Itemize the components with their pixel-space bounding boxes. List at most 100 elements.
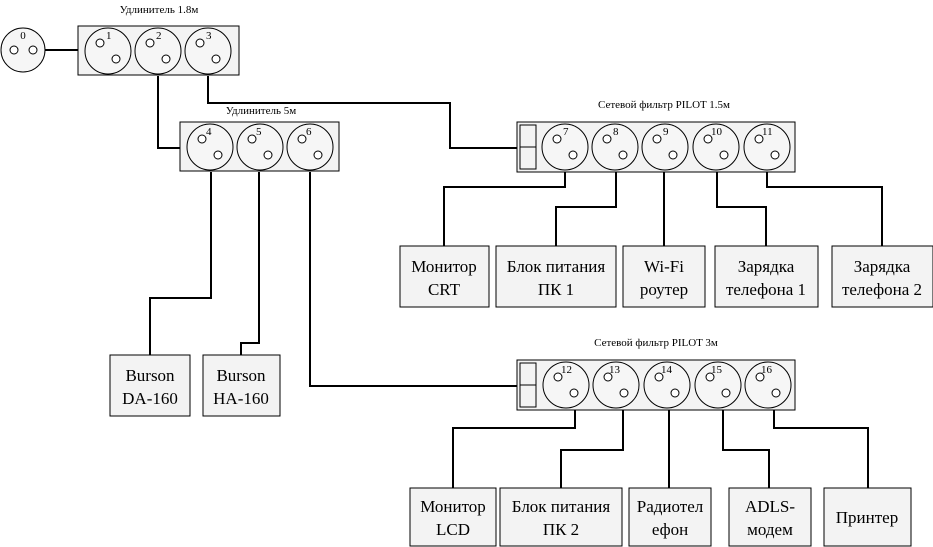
- device-label-line2: ПК 2: [543, 520, 579, 539]
- outlet-circle: [84, 27, 132, 75]
- device-box: [622, 245, 706, 308]
- outlet-pin: [719, 150, 729, 160]
- outlet-11: 11: [743, 123, 791, 171]
- device-box: [714, 245, 819, 308]
- outlet-pin: [754, 134, 764, 144]
- outlet-number-13: 13: [609, 364, 621, 376]
- outlet-8: 8: [591, 123, 639, 171]
- device-box: [728, 487, 812, 547]
- device-label-line1: Блок питания: [512, 497, 611, 516]
- outlet-circle: [743, 123, 791, 171]
- outlet-pin: [213, 150, 223, 160]
- outlet-circle: [641, 123, 689, 171]
- outlet-pin: [197, 134, 207, 144]
- outlet-number-9: 9: [663, 126, 669, 138]
- device-label-line2: CRT: [428, 280, 461, 299]
- outlet-circle: [236, 123, 284, 171]
- outlet-15: 15: [694, 361, 742, 409]
- outlet-number-5: 5: [256, 126, 262, 138]
- strip-label: Удлинитель 1.8м: [120, 4, 199, 16]
- outlet-4: 4: [186, 123, 234, 171]
- outlet-14: 14: [643, 361, 691, 409]
- wire-outlet15-to-modem: [722, 410, 770, 488]
- device-label-line2: телефона 1: [726, 280, 806, 299]
- outlet-pin: [619, 388, 629, 398]
- device-label-line2: ПК 1: [538, 280, 574, 299]
- device-psu-pc1: Блок питания ПК 1: [495, 245, 617, 308]
- device-charger-2: Зарядка телефона 2: [831, 245, 933, 308]
- device-label-line1: Принтер: [836, 508, 898, 527]
- outlet-circle: [286, 123, 334, 171]
- outlet-pin: [618, 150, 628, 160]
- device-monitor-crt: Монитор CRT: [399, 245, 490, 308]
- outlet-pin: [95, 38, 105, 48]
- outlet-number-2: 2: [156, 30, 162, 42]
- wire-outlet4-to-burson-da: [149, 172, 212, 355]
- extension-1-8m: Удлинитель 1.8м 1 2 3: [77, 4, 240, 76]
- outlet-9: 9: [641, 123, 689, 171]
- extension-5m: Удлинитель 5м 4 5 6: [179, 105, 340, 172]
- outlet-5: 5: [236, 123, 284, 171]
- outlet-pin: [145, 38, 155, 48]
- wire-outlet8-to-psu1: [555, 172, 617, 246]
- device-box: [831, 245, 933, 308]
- outlet-number-1: 1: [106, 30, 112, 42]
- device-label-line2: роутер: [640, 280, 688, 299]
- outlet-circle: [542, 361, 590, 409]
- outlet-number-8: 8: [613, 126, 619, 138]
- wire-outlet13-to-psu2: [560, 410, 624, 488]
- wire-outlet6-to-pilot3: [309, 172, 517, 387]
- outlet-pin: [553, 372, 563, 382]
- device-label-line1: Монитор: [420, 497, 486, 516]
- outlet-pin: [247, 134, 257, 144]
- wire-outlet2-to-ext5: [157, 76, 180, 149]
- wire-outlet3-to-pilot15: [207, 76, 517, 149]
- device-box: [628, 487, 712, 547]
- wires: [45, 49, 883, 488]
- outlet-circle: [184, 27, 232, 75]
- outlet-circle: [744, 361, 792, 409]
- device-label-line1: Зарядка: [854, 257, 911, 276]
- outlet-circle: [0, 27, 46, 73]
- device-label-line1: Радиотел: [637, 497, 704, 516]
- outlet-pin: [28, 45, 38, 55]
- outlet-pin: [313, 150, 323, 160]
- outlet-pin: [755, 372, 765, 382]
- device-label-line1: Wi-Fi: [644, 257, 684, 276]
- outlet-pin: [654, 372, 664, 382]
- outlet-13: 13: [592, 361, 640, 409]
- outlet-number-16: 16: [761, 364, 773, 376]
- device-box: [409, 487, 497, 547]
- device-monitor-lcd: Монитор LCD: [409, 487, 497, 547]
- device-label-line1: ADLS-: [745, 497, 795, 516]
- outlet-number-11: 11: [762, 126, 773, 138]
- outlet-pin: [568, 150, 578, 160]
- strip-label: Удлинитель 5м: [226, 105, 296, 117]
- device-box: [202, 354, 281, 417]
- outlet-pin: [195, 38, 205, 48]
- outlet-circle: [541, 123, 589, 171]
- pilot-filter-3m: Сетевой фильтр PILOT 3м 12 13 14 15: [516, 337, 796, 411]
- outlet-circle: [134, 27, 182, 75]
- device-psu-pc2: Блок питания ПК 2: [499, 487, 623, 547]
- device-burson-da160: Burson DA-160: [109, 354, 191, 417]
- wire-outlet16-to-printer: [773, 410, 869, 488]
- outlet-circle: [692, 123, 740, 171]
- device-label-line1: Блок питания: [507, 257, 606, 276]
- device-box: [109, 354, 191, 417]
- wall-socket: 0: [0, 27, 46, 73]
- outlet-pin: [705, 372, 715, 382]
- device-box: [499, 487, 623, 547]
- device-wifi-router: Wi-Fi роутер: [622, 245, 706, 308]
- outlet-circle: [591, 123, 639, 171]
- wire-outlet12-to-monitor-lcd: [452, 410, 576, 488]
- device-box: [495, 245, 617, 308]
- outlet-pin: [263, 150, 273, 160]
- wire-outlet10-to-charger1: [716, 172, 767, 246]
- outlet-number-7: 7: [563, 126, 569, 138]
- outlet-7: 7: [541, 123, 589, 171]
- device-label-line1: Burson: [216, 366, 266, 385]
- pilot-filter-1-5m: Сетевой фильтр PILOT 1.5м 7 8 9 10: [516, 99, 796, 173]
- outlet-16: 16: [744, 361, 792, 409]
